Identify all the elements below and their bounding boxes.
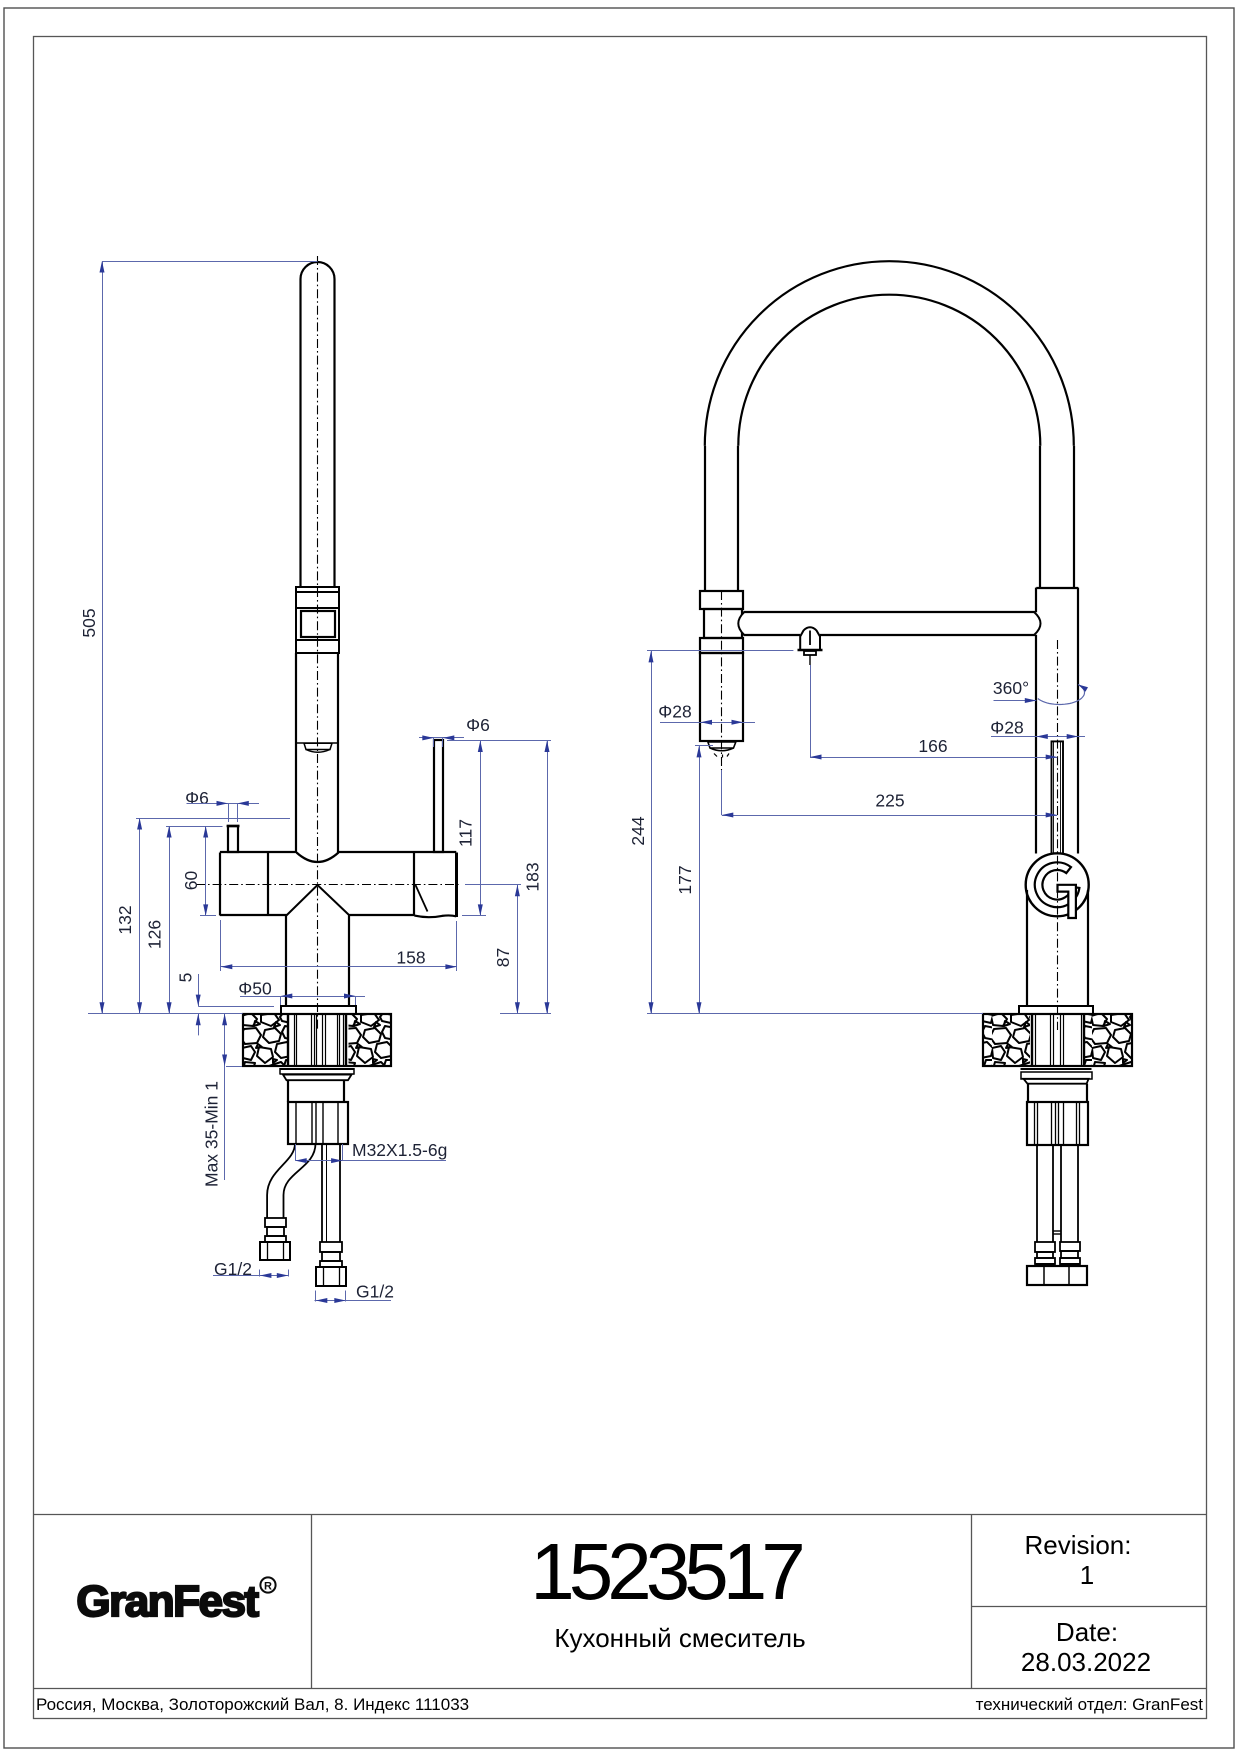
svg-text:244: 244 <box>628 816 648 845</box>
svg-text:28.03.2022: 28.03.2022 <box>1021 1647 1151 1677</box>
svg-text:Revision:: Revision: <box>1025 1530 1132 1560</box>
svg-text:360°: 360° <box>993 678 1029 698</box>
svg-text:87: 87 <box>493 948 513 967</box>
svg-text:Кухонный смеситель: Кухонный смеситель <box>554 1623 805 1653</box>
svg-text:технический отдел: GranFest: технический отдел: GranFest <box>976 1695 1204 1714</box>
svg-text:126: 126 <box>145 920 165 949</box>
svg-text:Φ50: Φ50 <box>238 979 272 999</box>
svg-text:G1/2: G1/2 <box>214 1259 252 1279</box>
svg-text:132: 132 <box>115 905 135 934</box>
svg-text:GranFest: GranFest <box>76 1577 259 1626</box>
svg-text:Россия, Москва, Золоторожский: Россия, Москва, Золоторожский Вал, 8. Ин… <box>36 1695 469 1714</box>
svg-text:225: 225 <box>875 791 904 811</box>
svg-text:5: 5 <box>176 973 196 983</box>
svg-text:Φ6: Φ6 <box>185 788 209 808</box>
svg-text:R: R <box>264 1581 272 1593</box>
svg-text:M32X1.5-6g: M32X1.5-6g <box>352 1140 447 1160</box>
svg-text:505: 505 <box>79 608 99 637</box>
svg-text:177: 177 <box>675 865 695 894</box>
svg-text:Max 35-Min 1: Max 35-Min 1 <box>202 1081 222 1187</box>
svg-text:158: 158 <box>396 948 425 968</box>
svg-text:Φ6: Φ6 <box>466 715 490 735</box>
svg-text:166: 166 <box>918 736 947 756</box>
svg-text:1523517: 1523517 <box>530 1527 802 1616</box>
svg-text:G1/2: G1/2 <box>356 1282 394 1302</box>
svg-text:60: 60 <box>181 871 201 891</box>
svg-text:1: 1 <box>1080 1560 1094 1590</box>
svg-text:117: 117 <box>456 819 476 847</box>
svg-text:183: 183 <box>523 862 543 891</box>
svg-text:Φ28: Φ28 <box>658 702 691 722</box>
svg-text:Date:: Date: <box>1056 1617 1118 1647</box>
svg-text:Φ28: Φ28 <box>990 718 1023 738</box>
